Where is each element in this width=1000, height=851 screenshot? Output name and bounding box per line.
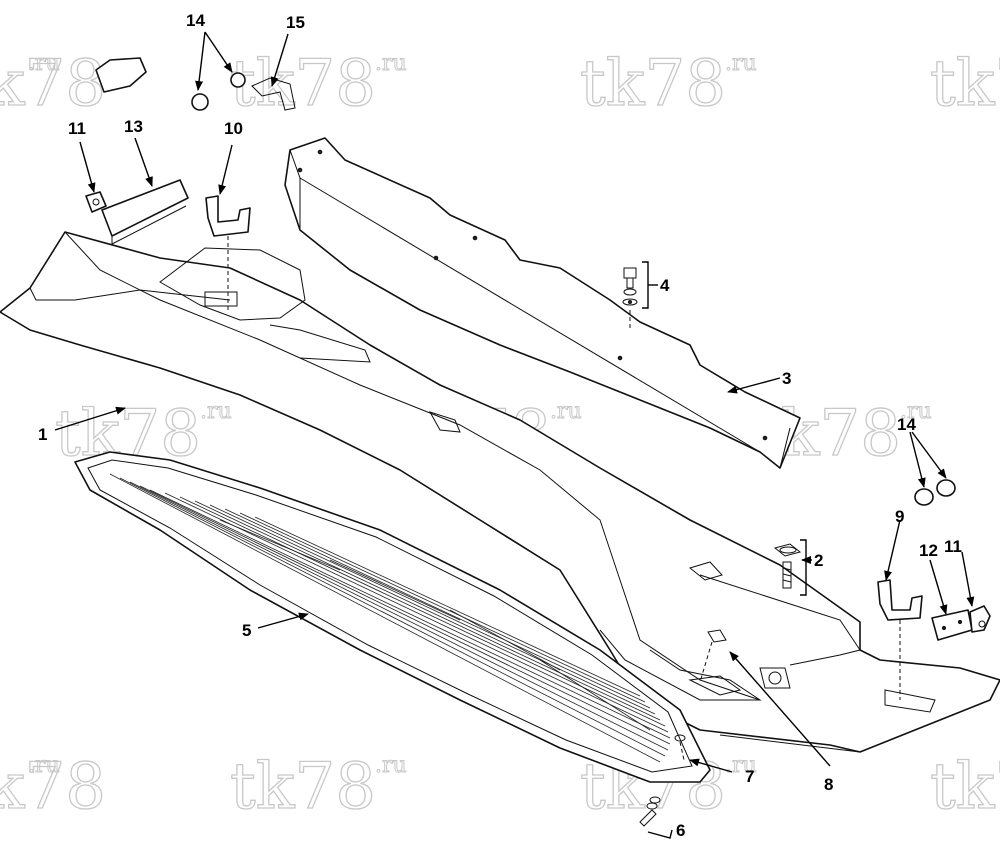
clip-part-11-left (85, 191, 107, 213)
mounting-rail-part-3 (284, 137, 801, 469)
watermark: tk78.ru (229, 46, 407, 121)
latch-bracket-part-15 (95, 57, 296, 111)
clip-part-8 (688, 629, 742, 696)
callout-10: 10 (224, 119, 243, 138)
callout-5: 5 (242, 621, 251, 640)
svg-text:tk78: tk78 (930, 750, 1000, 824)
bumper-pair-part-14-top (191, 72, 246, 111)
bracket-part-9 (877, 579, 923, 700)
callout-4: 4 (660, 276, 670, 295)
cover-plate-part-13 (101, 179, 189, 245)
watermark: tk78.ru (229, 749, 407, 824)
svg-text:tk78: tk78 (0, 750, 106, 824)
svg-text:.ru: .ru (900, 399, 932, 424)
svg-text:tk78: tk78 (230, 750, 376, 824)
svg-text:.ru: .ru (28, 51, 60, 76)
svg-text:.ru: .ru (375, 753, 407, 778)
grommet-part-2 (773, 539, 807, 596)
callout-1: 1 (38, 425, 47, 444)
callout-3: 3 (782, 369, 791, 388)
callout-labels: 1 2 3 4 5 6 7 8 9 10 11 11 12 13 14 14 1… (38, 11, 962, 840)
watermark: tk78.ru (0, 46, 107, 121)
svg-text:tk78: tk78 (0, 47, 106, 121)
svg-text:.ru: .ru (725, 51, 757, 76)
callout-14-top: 14 (186, 11, 205, 30)
step-tread-part-5 (74, 451, 711, 783)
svg-text:.ru: .ru (200, 399, 232, 424)
callout-14-right: 14 (897, 415, 916, 434)
svg-text:.ru: .ru (725, 753, 757, 778)
watermark: tk78.ru (579, 46, 757, 121)
watermark: tk78 (929, 749, 1000, 824)
svg-text:.ru: .ru (28, 753, 60, 778)
bracket-part-10 (205, 195, 251, 310)
callout-9: 9 (895, 507, 904, 526)
callout-15: 15 (286, 13, 305, 32)
svg-text:tk78: tk78 (230, 47, 376, 121)
tread-grille (109, 473, 671, 763)
hinge-clip-part-11-right (969, 605, 991, 633)
bolt-kit-part-4 (622, 261, 649, 330)
callout-12: 12 (919, 541, 938, 560)
svg-text:.ru: .ru (375, 51, 407, 76)
callout-11-right: 11 (944, 537, 962, 556)
callout-2: 2 (814, 551, 823, 570)
callout-11-left: 11 (68, 119, 86, 138)
callout-13: 13 (124, 117, 143, 136)
callout-leaders (54, 31, 975, 773)
callout-6: 6 (676, 821, 685, 840)
plate-part-12 (931, 609, 973, 641)
svg-text:.ru: .ru (550, 399, 582, 424)
callout-8: 8 (824, 775, 833, 794)
bumper-pair-part-14-right (914, 479, 956, 506)
svg-text:tk78: tk78 (930, 47, 1000, 121)
fastener-part-6 (639, 796, 673, 839)
callout-7: 7 (745, 767, 754, 786)
svg-text:tk78: tk78 (580, 47, 726, 121)
step-housing-part-1 (0, 231, 1000, 753)
watermark: tk78 (929, 46, 1000, 121)
watermark: tk78.ru (0, 749, 107, 824)
nut-part-7 (674, 734, 686, 761)
